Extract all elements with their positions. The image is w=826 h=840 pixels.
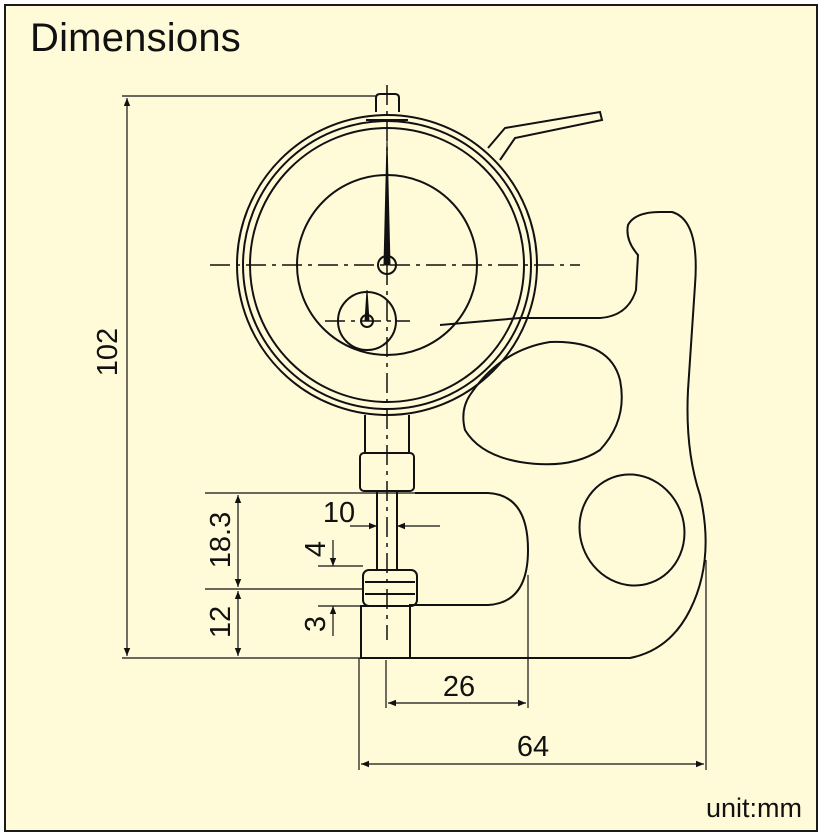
dim-lower-height: 12 (205, 606, 237, 638)
diagram-title: Dimensions (30, 16, 241, 60)
gauge-frame (409, 211, 707, 659)
unit-label: unit:mm (705, 793, 802, 823)
spindle (376, 491, 398, 570)
diagram-frame: Dimensions unit:mm (4, 4, 818, 832)
dim-spindle-diameter: 10 (323, 497, 355, 529)
sub-needle (364, 289, 370, 322)
dim-overall-height: 102 (92, 328, 124, 376)
dim-tip-gap: 4 (300, 541, 332, 557)
dim-contact-gap: 3 (300, 616, 332, 632)
frame-lower-hole (578, 473, 686, 587)
dim-overall-width: 64 (517, 731, 549, 763)
lift-lever (487, 110, 604, 161)
frame-upper-hole (462, 340, 623, 466)
contact-point (362, 569, 418, 607)
stem (364, 415, 410, 453)
dim-anvil-offset: 18.3 (205, 512, 237, 568)
dim-throat-depth: 26 (443, 671, 475, 703)
anvil (360, 605, 411, 659)
